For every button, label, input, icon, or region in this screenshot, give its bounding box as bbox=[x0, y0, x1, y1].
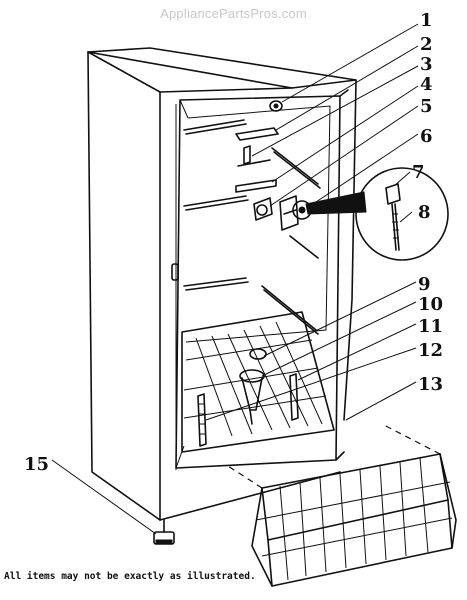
watermark-text: AppliancePartsPros.com bbox=[160, 6, 307, 21]
callout-15: 15 bbox=[24, 454, 49, 475]
leader-lines bbox=[51, 23, 419, 535]
callout-6: 6 bbox=[420, 126, 433, 147]
callout-3: 3 bbox=[420, 54, 433, 75]
shelf-rods bbox=[183, 119, 321, 335]
callout-11: 11 bbox=[418, 316, 443, 337]
cabinet bbox=[87, 47, 357, 521]
callout-2: 2 bbox=[420, 34, 433, 55]
top-parts bbox=[235, 100, 283, 221]
callout-7: 7 bbox=[412, 162, 425, 183]
control-plate bbox=[279, 191, 367, 231]
lower-parts bbox=[197, 348, 299, 447]
callout-8: 8 bbox=[418, 202, 431, 223]
disclaimer-text: All items may not be exactly as illustra… bbox=[4, 571, 256, 582]
detail-circle bbox=[355, 167, 449, 261]
callouts: 1 2 3 4 5 6 7 8 9 10 11 12 13 15 bbox=[24, 10, 443, 475]
callout-9: 9 bbox=[418, 274, 431, 295]
leveling-foot bbox=[153, 519, 175, 545]
callout-5: 5 bbox=[420, 96, 433, 117]
callout-1: 1 bbox=[420, 10, 433, 31]
callout-12: 12 bbox=[418, 340, 443, 361]
callout-13: 13 bbox=[418, 374, 443, 395]
callout-4: 4 bbox=[420, 74, 433, 95]
wire-basket bbox=[227, 423, 457, 587]
callout-10: 10 bbox=[418, 294, 443, 315]
